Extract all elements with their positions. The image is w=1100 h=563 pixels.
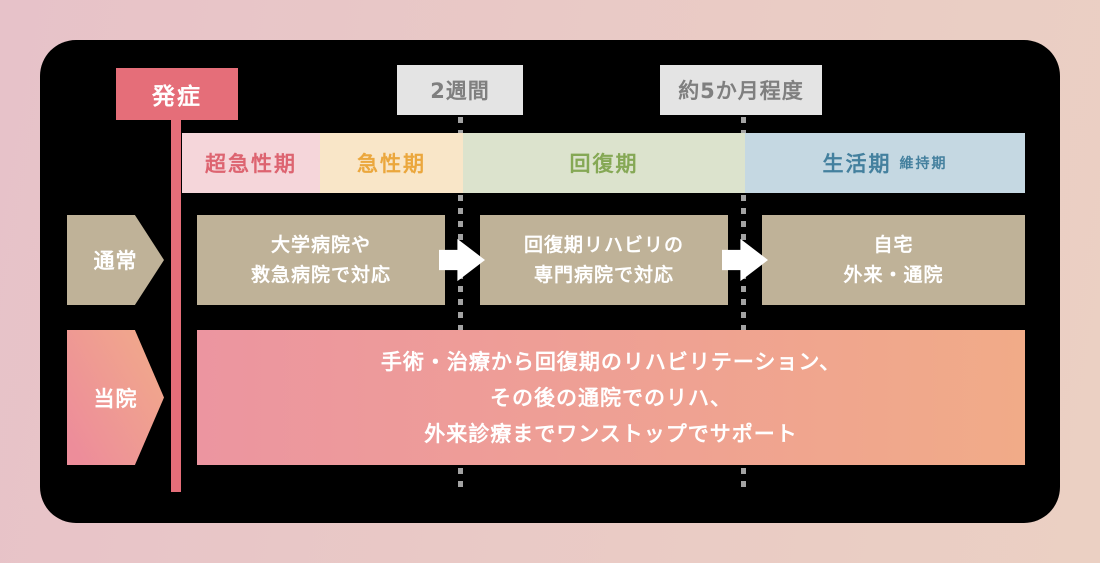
step-text-line: 外来・通院 [843,264,944,286]
hospital-text-line: 手術・治療から回復期のリハビリテーション、 [380,349,842,374]
phase-acute: 急性期 [320,133,463,193]
normal-row-label: 通常 [93,249,138,273]
phase-life: 生活期 維持期 [745,133,1025,193]
phase-hyperacute: 超急性期 [182,133,320,193]
onset-label: 発症 [116,68,238,120]
phase-life-sublabel: 維持期 [899,156,948,172]
phase-recovery: 回復期 [463,133,745,193]
normal-step-rehab-hospital: 回復期リハビリの 専門病院で対応 [480,215,728,305]
step-text-line: 救急病院で対応 [250,264,391,286]
five-months-divider-line [741,117,746,491]
hospital-text-line: その後の通院でのリハ、 [490,385,732,410]
step-text-line: 回復期リハビリの [523,234,684,256]
step-text-line: 専門病院で対応 [533,264,674,286]
onset-vertical-line [171,119,181,492]
two-weeks-label: 2週間 [397,65,523,115]
normal-step-home: 自宅 外来・通院 [762,215,1025,305]
hospital-support-box: 手術・治療から回復期のリハビリテーション、 その後の通院でのリハ、 外来診療まで… [197,330,1025,465]
hospital-text-line: 外来診療までワンストップでサポート [424,421,798,446]
hospital-row-label: 当院 [93,386,138,411]
step-text-line: 自宅 [873,234,914,256]
normal-step-acute-hospital: 大学病院や 救急病院で対応 [197,215,445,305]
step-text-line: 大学病院や [270,234,371,256]
five-months-label: 約5か月程度 [660,65,822,115]
two-weeks-divider-line [458,117,463,491]
phase-life-label: 生活期 [822,152,892,176]
